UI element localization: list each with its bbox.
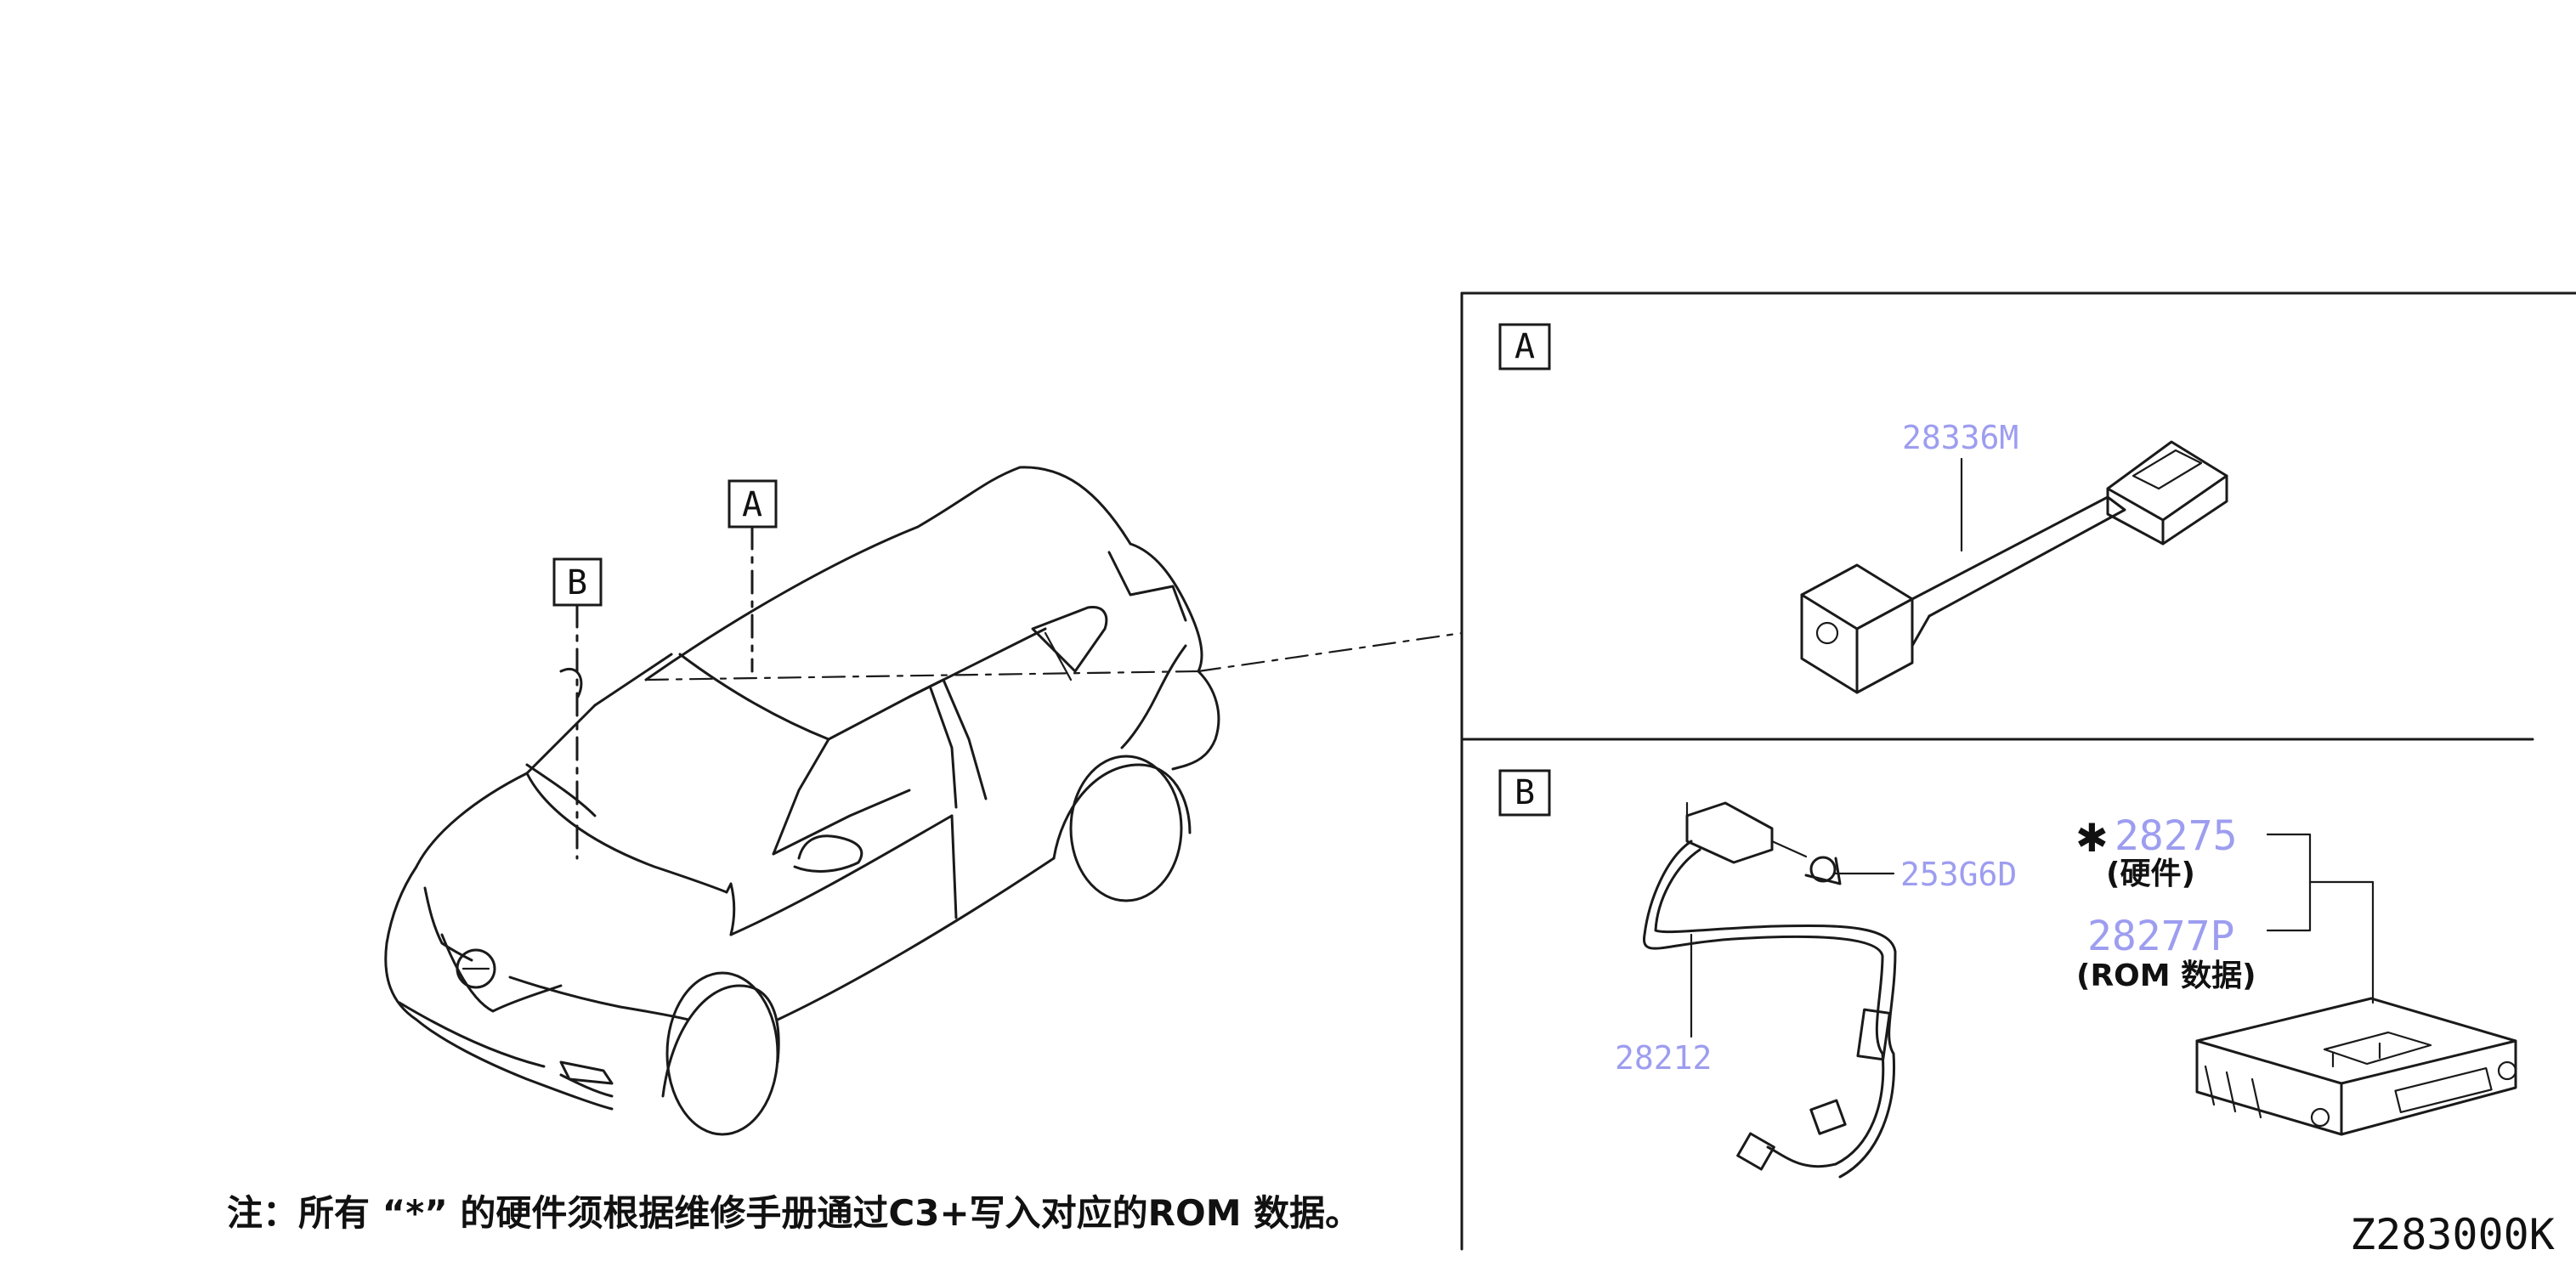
- panel-a: A 28336M: [1498, 323, 2228, 694]
- part-number-28336m: 28336M: [1902, 419, 2018, 456]
- control-module-part: [2195, 997, 2517, 1136]
- antenna-cable-part: [1642, 801, 1897, 1179]
- part-number-28275: 28275: [2115, 812, 2238, 860]
- diagram-code: Z283000K: [2350, 1210, 2555, 1259]
- hardware-label: (硬件): [2106, 857, 2195, 891]
- part-number-28212: 28212: [1615, 1039, 1712, 1077]
- detail-panels: [1460, 291, 2576, 1251]
- leader-line: [2266, 833, 2375, 1004]
- footnote: 注：所有 “*” 的硬件须根据维修手册通过C3+写入对应的ROM 数据。: [227, 1192, 1361, 1234]
- vehicle-illustration: [384, 466, 1220, 1136]
- panel-b: B 28212 253G6D ✱ 28275 (硬件) 28277P (ROM …: [1498, 769, 2517, 1179]
- leader-line: [644, 670, 1200, 681]
- part-number-28277p: 28277P: [2087, 913, 2234, 960]
- view-label-a: A: [742, 485, 762, 524]
- rom-data-label: (ROM 数据): [2076, 958, 2256, 993]
- bolt-part: [1770, 840, 1842, 885]
- panel-a-label: A: [1514, 327, 1535, 366]
- panel-b-label: B: [1514, 773, 1535, 812]
- callout-a-on-vehicle: A: [728, 479, 778, 673]
- asterisk-mark: ✱: [2075, 815, 2109, 861]
- leader-line: [1197, 631, 1464, 673]
- view-label-b: B: [567, 563, 587, 602]
- part-number-253g6d: 253G6D: [1900, 856, 2017, 893]
- callout-b-on-vehicle: B: [552, 557, 603, 860]
- antenna-harness-part: [1800, 440, 2228, 694]
